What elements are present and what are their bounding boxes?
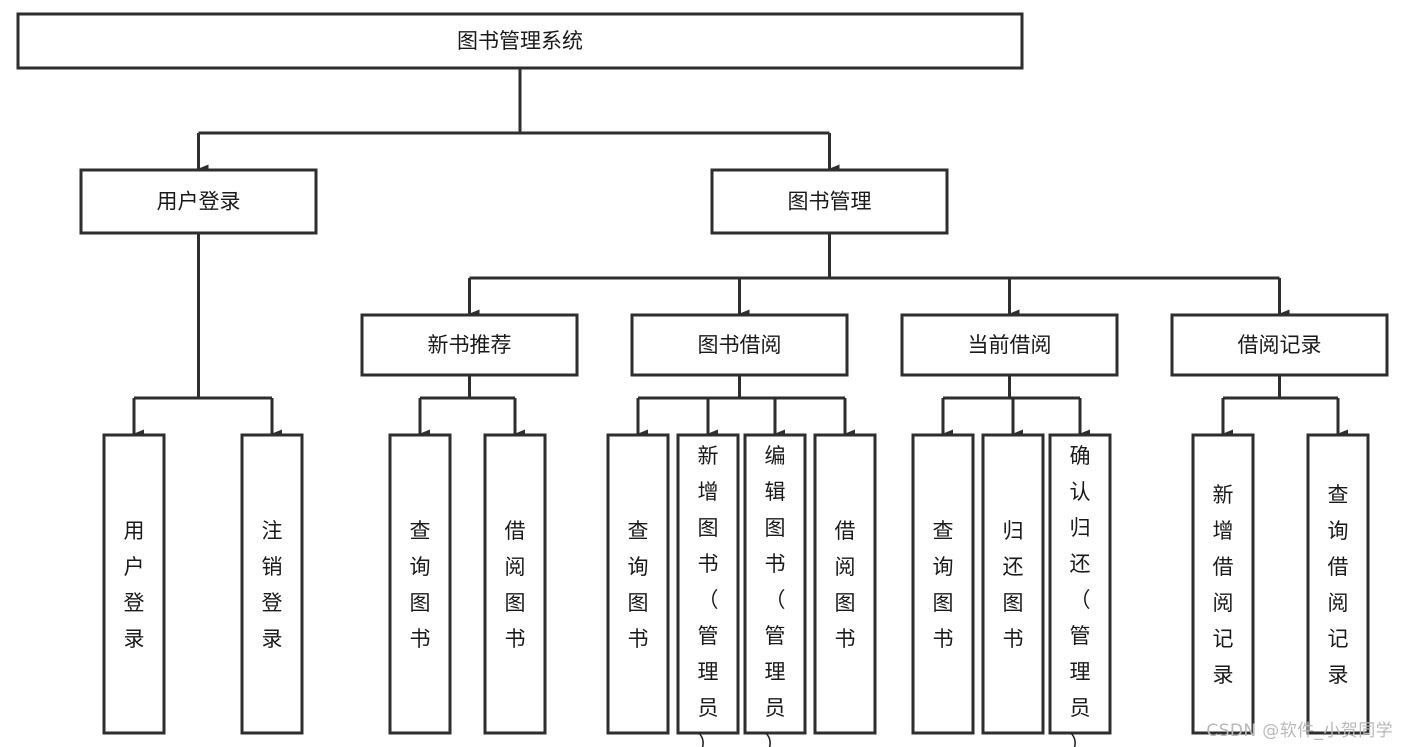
node-l-query-borrow-record[interactable]: 查询借阅记录 bbox=[1306, 433, 1370, 735]
node-l-add-book[interactable]: 新增图书（管理员） bbox=[676, 433, 740, 747]
node-label-n-user-login: 用户登录 bbox=[157, 190, 241, 214]
node-box-l-query-book-current bbox=[911, 433, 975, 735]
node-l-borrow-book-rec[interactable]: 借阅图书 bbox=[483, 433, 547, 735]
node-label-root: 图书管理系统 bbox=[457, 29, 583, 53]
node-label-l-borrow-book-rec: 借阅图书 bbox=[505, 519, 526, 651]
node-box-l-query-book-borrow bbox=[606, 433, 670, 735]
node-label-l-add-book: 新增图书（管理员） bbox=[698, 444, 719, 747]
node-l-return-book[interactable]: 归还图书 bbox=[981, 433, 1045, 735]
node-n-new-book-rec[interactable]: 新书推荐 bbox=[360, 313, 579, 377]
node-l-query-book-current[interactable]: 查询图书 bbox=[911, 433, 975, 735]
node-l-user-logout[interactable]: 注销登录 bbox=[240, 433, 304, 735]
node-box-l-borrow-book-rec bbox=[483, 433, 547, 735]
node-box-n-current-borrow bbox=[900, 313, 1119, 377]
watermark-credit: CSDN @软件_小贺同学 bbox=[1206, 721, 1393, 741]
node-label-n-book-manage: 图书管理 bbox=[788, 190, 872, 214]
node-label-l-edit-book: 编辑图书（管理员） bbox=[765, 444, 786, 747]
node-label-l-query-book-borrow: 查询图书 bbox=[628, 519, 649, 651]
node-l-query-book-rec[interactable]: 查询图书 bbox=[388, 433, 452, 735]
node-box-l-user-login bbox=[102, 433, 166, 735]
node-layer: 图书管理系统用户登录图书管理新书推荐图书借阅当前借阅借阅记录用户登录注销登录查询… bbox=[16, 12, 1389, 747]
node-box-n-book-manage bbox=[710, 168, 949, 235]
node-label-l-query-borrow-record: 查询借阅记录 bbox=[1328, 483, 1349, 687]
node-label-l-user-logout: 注销登录 bbox=[262, 519, 283, 651]
node-l-edit-book[interactable]: 编辑图书（管理员） bbox=[743, 433, 807, 747]
node-label-l-query-book-rec: 查询图书 bbox=[410, 519, 431, 651]
node-label-l-return-book: 归还图书 bbox=[1003, 519, 1024, 651]
node-box-n-book-borrow bbox=[630, 313, 849, 377]
node-n-borrow-record[interactable]: 借阅记录 bbox=[1170, 313, 1389, 377]
node-root[interactable]: 图书管理系统 bbox=[16, 12, 1024, 70]
node-box-l-confirm-return bbox=[1048, 433, 1112, 735]
node-box-l-return-book bbox=[981, 433, 1045, 735]
node-label-l-user-login: 用户登录 bbox=[124, 519, 145, 651]
node-l-borrow-book[interactable]: 借阅图书 bbox=[813, 433, 877, 735]
node-label-n-current-borrow: 当前借阅 bbox=[968, 333, 1052, 357]
node-n-user-login[interactable]: 用户登录 bbox=[79, 168, 318, 235]
node-box-n-new-book-rec bbox=[360, 313, 579, 377]
node-label-l-add-borrow-record: 新增借阅记录 bbox=[1213, 483, 1234, 687]
node-label-l-borrow-book: 借阅图书 bbox=[835, 519, 856, 651]
node-box-l-query-book-rec bbox=[388, 433, 452, 735]
node-box-l-user-logout bbox=[240, 433, 304, 735]
node-box-l-borrow-book bbox=[813, 433, 877, 735]
node-n-book-manage[interactable]: 图书管理 bbox=[710, 168, 949, 235]
node-box-n-borrow-record bbox=[1170, 313, 1389, 377]
node-l-query-book-borrow[interactable]: 查询图书 bbox=[606, 433, 670, 735]
node-box-n-user-login bbox=[79, 168, 318, 235]
node-box-l-add-book bbox=[676, 433, 740, 735]
node-l-add-borrow-record[interactable]: 新增借阅记录 bbox=[1191, 433, 1255, 735]
node-box-l-add-borrow-record bbox=[1191, 433, 1255, 735]
node-label-l-confirm-return: 确认归还（管理员） bbox=[1070, 444, 1091, 747]
node-label-l-query-book-current: 查询图书 bbox=[933, 519, 954, 651]
connector-layer bbox=[132, 68, 1348, 439]
node-l-confirm-return[interactable]: 确认归还（管理员） bbox=[1048, 433, 1112, 747]
node-box-root bbox=[16, 12, 1024, 70]
node-n-current-borrow[interactable]: 当前借阅 bbox=[900, 313, 1119, 377]
node-l-user-login[interactable]: 用户登录 bbox=[102, 433, 166, 735]
node-box-l-edit-book bbox=[743, 433, 807, 735]
node-n-book-borrow[interactable]: 图书借阅 bbox=[630, 313, 849, 377]
node-label-n-new-book-rec: 新书推荐 bbox=[428, 333, 512, 357]
node-box-l-query-borrow-record bbox=[1306, 433, 1370, 735]
node-label-n-borrow-record: 借阅记录 bbox=[1238, 333, 1322, 357]
node-label-n-book-borrow: 图书借阅 bbox=[698, 333, 782, 357]
